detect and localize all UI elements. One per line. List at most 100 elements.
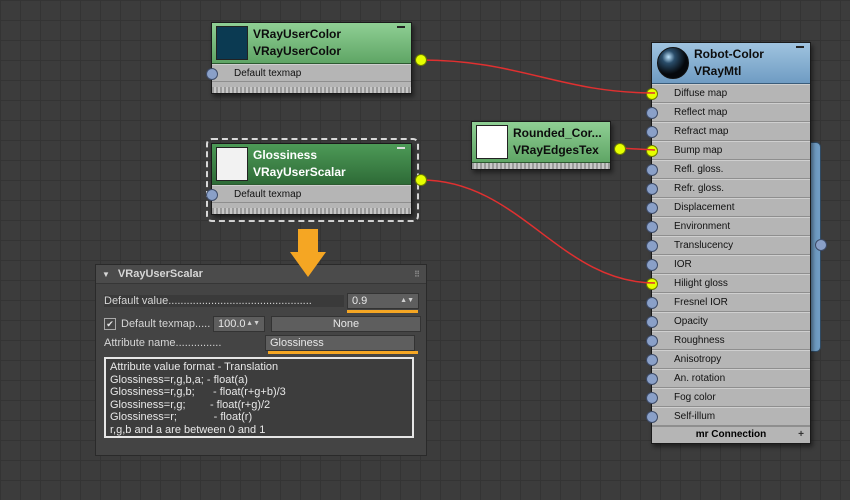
material-slot-refract-map[interactable]: Refract map — [646, 122, 810, 141]
input-socket[interactable] — [646, 202, 658, 214]
input-socket[interactable] — [646, 126, 658, 138]
material-slot-fog-color[interactable]: Fog color — [646, 388, 810, 407]
spinner-arrows-icon[interactable]: ▲▼ — [246, 320, 260, 327]
node-header[interactable]: VRayUserColor VRayUserColor — [212, 23, 411, 64]
material-slot-roughness[interactable]: Roughness — [646, 331, 810, 350]
slot-label: An. rotation — [674, 373, 726, 384]
color-swatch — [216, 147, 248, 181]
node-name: VRayUserColor — [253, 27, 342, 41]
input-socket[interactable] — [646, 411, 658, 423]
default-texmap-label: Default texmap..... — [121, 318, 211, 330]
material-slot-displacement[interactable]: Displacement — [646, 198, 810, 217]
input-socket[interactable] — [646, 259, 658, 271]
material-slot-diffuse-map[interactable]: Diffuse map — [646, 84, 810, 103]
slot-label: Fresnel IOR — [674, 297, 728, 308]
output-socket-edges-tex[interactable] — [614, 143, 626, 155]
rollout-header[interactable]: ▼ VRayUserScalar ⠿ — [96, 265, 426, 284]
input-socket[interactable] — [646, 354, 658, 366]
node-name: Robot-Color — [694, 47, 764, 61]
node-header[interactable]: Robot-Color VRayMtl — [652, 43, 810, 84]
attribute-name-label: Attribute name............... — [104, 337, 222, 349]
input-socket[interactable] — [206, 189, 218, 201]
node-vray-user-scalar[interactable]: Glossiness VRayUserScalar Default texmap — [206, 143, 412, 215]
input-socket[interactable] — [646, 221, 658, 233]
material-slot-translucency[interactable]: Translucency — [646, 236, 810, 255]
slot-label: Refract map — [674, 126, 729, 137]
material-slot-environment[interactable]: Environment — [646, 217, 810, 236]
help-line: Glossiness=r,g; - float(r+g)/2 — [110, 398, 271, 411]
wire-scalar-to-hilight — [420, 179, 656, 284]
node-name: Glossiness — [253, 148, 318, 162]
material-slot-opacity[interactable]: Opacity — [646, 312, 810, 331]
material-slot-refl-gloss[interactable]: Refl. gloss. — [646, 160, 810, 179]
slot-label: Refl. gloss. — [674, 164, 724, 175]
wire-usercolor-to-diffuse — [420, 59, 656, 94]
material-slot-fresnel-ior[interactable]: Fresnel IOR — [646, 293, 810, 312]
input-socket[interactable] — [646, 145, 658, 157]
spinner-arrows-icon[interactable]: ▲▼ — [400, 297, 414, 304]
slot-label: Bump map — [674, 145, 723, 156]
texmap-none-button[interactable]: None — [271, 316, 421, 332]
node-header[interactable]: Glossiness VRayUserScalar — [212, 144, 411, 185]
resize-grip[interactable] — [212, 87, 411, 93]
default-texmap-checkbox[interactable]: ✔ — [104, 318, 116, 330]
slot-label: Translucency — [674, 240, 734, 251]
material-slot-anisotropy[interactable]: Anisotropy — [646, 350, 810, 369]
slot-label: Default texmap — [234, 188, 302, 200]
output-socket-material[interactable] — [815, 239, 827, 251]
slot-label: Anisotropy — [674, 354, 722, 365]
input-socket[interactable] — [646, 240, 658, 252]
input-socket[interactable] — [646, 164, 658, 176]
drag-handle-icon[interactable]: ⠿ — [414, 269, 420, 279]
plus-icon[interactable]: + — [798, 429, 804, 440]
input-socket[interactable] — [646, 297, 658, 309]
minimize-icon[interactable] — [397, 147, 405, 149]
output-socket-user-color[interactable] — [415, 54, 427, 66]
slot-label: Roughness — [674, 335, 725, 346]
node-type: VRayEdgesTex — [513, 143, 599, 157]
input-socket[interactable] — [646, 88, 658, 100]
node-header[interactable]: Rounded_Cor... VRayEdgesTex — [472, 122, 610, 163]
collapse-arrow-icon[interactable]: ▼ — [102, 269, 110, 279]
material-slot-refr-gloss[interactable]: Refr. gloss. — [646, 179, 810, 198]
minimize-icon[interactable] — [796, 46, 804, 48]
input-socket[interactable] — [646, 373, 658, 385]
input-socket[interactable] — [206, 68, 218, 80]
slot-label: Opacity — [674, 316, 708, 327]
node-vray-user-color[interactable]: VRayUserColor VRayUserColor Default texm… — [206, 22, 412, 94]
material-slot-an-rotation[interactable]: An. rotation — [646, 369, 810, 388]
input-socket[interactable] — [646, 183, 658, 195]
default-value-spinner[interactable]: 0.9 ▲▼ — [347, 293, 419, 309]
material-slot-self-illum[interactable]: Self-illum — [646, 407, 810, 426]
input-socket[interactable] — [646, 392, 658, 404]
attribute-name-input[interactable]: Glossiness — [265, 335, 415, 351]
resize-grip[interactable] — [212, 208, 411, 214]
input-socket[interactable] — [646, 316, 658, 328]
input-socket[interactable] — [646, 107, 658, 119]
slot-default-texmap[interactable]: Default texmap — [206, 185, 411, 203]
input-socket[interactable] — [646, 278, 658, 290]
rollout-title: VRayUserScalar — [117, 268, 203, 280]
material-slot-hilight-gloss[interactable]: Hilight gloss — [646, 274, 810, 293]
parameter-rollout: ▼ VRayUserScalar ⠿ Default value........… — [95, 264, 427, 456]
resize-grip[interactable] — [472, 163, 610, 169]
mr-connection-footer[interactable]: mr Connection + — [652, 426, 810, 443]
material-slot-reflect-map[interactable]: Reflect map — [646, 103, 810, 122]
slot-label: Environment — [674, 221, 731, 232]
help-line: r,g,b and a are between 0 and 1 — [110, 423, 266, 436]
slot-default-texmap[interactable]: Default texmap — [206, 64, 411, 82]
slot-label: Hilight gloss — [674, 278, 728, 289]
material-slot-bump-map[interactable]: Bump map — [646, 141, 810, 160]
attribute-name-highlight — [268, 351, 418, 354]
node-type: VRayUserScalar — [253, 165, 346, 179]
input-socket[interactable] — [646, 335, 658, 347]
output-socket-user-scalar[interactable] — [415, 174, 427, 186]
texmap-amount-spinner[interactable]: 100.0 ▲▼ — [213, 316, 265, 332]
node-type: VRayUserColor — [253, 44, 342, 58]
minimize-icon[interactable] — [397, 26, 405, 28]
material-slot-ior[interactable]: IOR — [646, 255, 810, 274]
node-vray-edges-tex[interactable]: Rounded_Cor... VRayEdgesTex — [471, 121, 611, 170]
